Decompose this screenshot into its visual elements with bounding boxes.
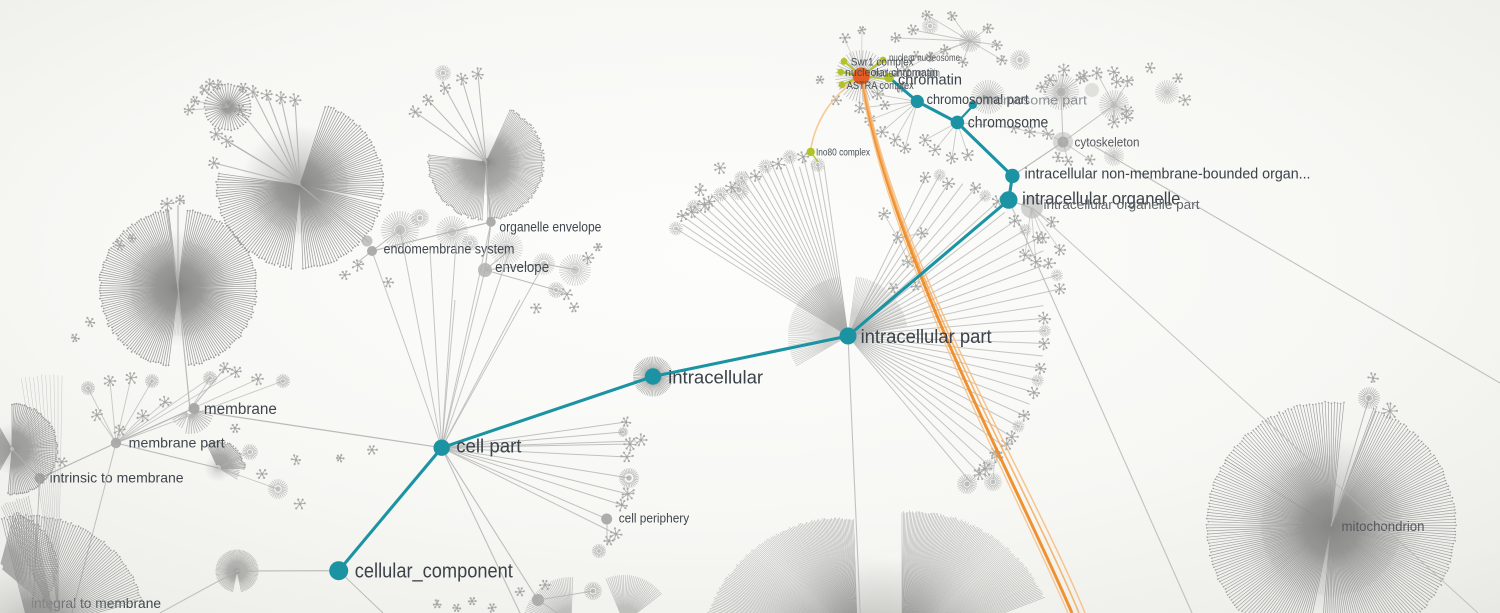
svg-text:membrane: membrane (204, 401, 277, 418)
svg-text:chromosome: chromosome (968, 115, 1049, 132)
svg-text:intracellular organelle: intracellular organelle (1022, 189, 1180, 209)
svg-text:intracellular organelle part: intracellular organelle part (1044, 197, 1200, 212)
svg-text:ASTRA complex: ASTRA complex (847, 80, 914, 92)
svg-text:chromosomal part: chromosomal part (927, 91, 1029, 107)
svg-text:intracellular part: intracellular part (861, 327, 993, 348)
svg-text:intracellular non-membrane-bou: intracellular non-membrane-bounded organ… (1025, 167, 1311, 183)
svg-text:nuclear nucleosome: nuclear nucleosome (889, 52, 960, 64)
svg-text:envelope: envelope (495, 260, 549, 276)
svg-text:endomembrane system: endomembrane system (384, 241, 515, 256)
svg-text:cytoskeleton: cytoskeleton (1075, 135, 1140, 150)
svg-text:intrinsic to membrane: intrinsic to membrane (50, 470, 184, 486)
svg-text:chromosome part: chromosome part (975, 94, 1088, 108)
svg-text:organelle envelope: organelle envelope (499, 220, 601, 235)
svg-text:chromatin: chromatin (898, 71, 962, 88)
svg-text:nuclear chromatin: nuclear chromatin (873, 66, 940, 80)
svg-text:intracellular: intracellular (668, 367, 763, 387)
svg-text:cell part: cell part (456, 437, 522, 458)
svg-text:cell periphery: cell periphery (619, 512, 690, 526)
svg-text:nucleolar chromatin: nucleolar chromatin (845, 67, 938, 79)
svg-text:Swr1 complex: Swr1 complex (851, 57, 914, 69)
svg-text:Ino80 complex: Ino80 complex (816, 147, 871, 159)
svg-text:membrane part: membrane part (129, 435, 225, 451)
svg-text:cellular_component: cellular_component (355, 561, 513, 583)
